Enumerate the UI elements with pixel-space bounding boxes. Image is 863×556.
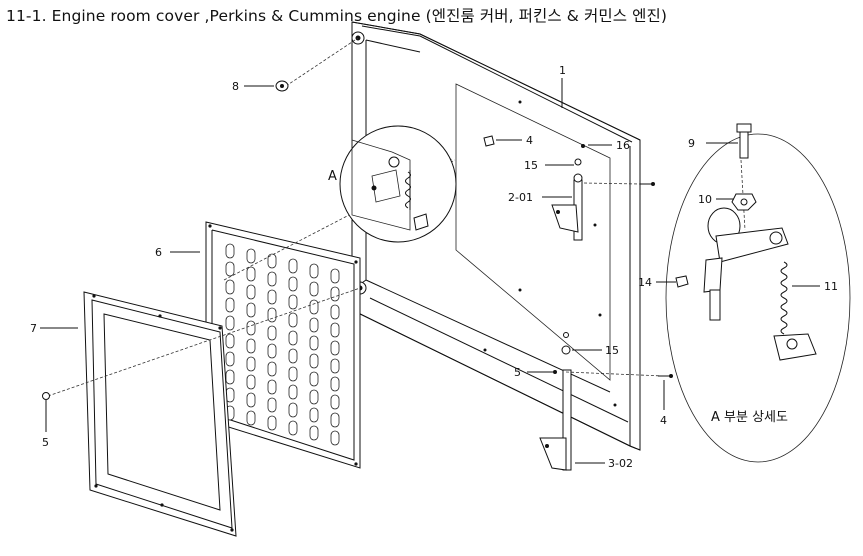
callout-11: 11 bbox=[824, 280, 838, 293]
fasteners bbox=[42, 80, 673, 400]
louver-slot bbox=[309, 389, 319, 405]
detail-a-marker: A bbox=[328, 169, 337, 184]
louver-slot bbox=[288, 366, 298, 382]
louver-slot bbox=[309, 371, 319, 387]
louver-slot bbox=[246, 320, 256, 336]
louver-slot bbox=[330, 394, 340, 410]
detail-a-callout-circle bbox=[339, 125, 457, 243]
louver-slot bbox=[330, 412, 340, 428]
louver-slot bbox=[309, 353, 319, 369]
louver-slot bbox=[330, 340, 340, 356]
louver-slot bbox=[267, 415, 277, 431]
callout-9: 9 bbox=[688, 137, 695, 150]
callout-5-left: 5 bbox=[42, 436, 49, 449]
louver-slot bbox=[288, 294, 298, 310]
louver-slot bbox=[288, 384, 298, 400]
louver-slot bbox=[267, 271, 277, 287]
louver-slot bbox=[225, 297, 235, 313]
louver-slot bbox=[309, 335, 319, 351]
callout-8: 8 bbox=[232, 80, 239, 93]
page-title: 11-1. Engine room cover ,Perkins & Cummi… bbox=[6, 7, 667, 25]
louver-slot bbox=[288, 312, 298, 328]
callout-5-right: 5 bbox=[514, 366, 521, 379]
hinge-upper bbox=[551, 144, 585, 241]
louver-slot bbox=[288, 402, 298, 418]
louver-slot bbox=[267, 397, 277, 413]
louvered-grille bbox=[205, 221, 361, 469]
callout-4-right: 4 bbox=[660, 414, 667, 427]
callout-15-lower: 15 bbox=[605, 344, 619, 357]
louver-slot bbox=[309, 317, 319, 333]
louver-slot bbox=[225, 333, 235, 349]
louver-slot bbox=[267, 361, 277, 377]
louver-slot bbox=[267, 253, 277, 269]
louver-slot bbox=[246, 284, 256, 300]
louver-slot bbox=[330, 376, 340, 392]
callout-3-02: 3-02 bbox=[608, 457, 633, 470]
louver-slot bbox=[330, 430, 340, 446]
callout-16: 16 bbox=[616, 139, 630, 152]
louver-slot bbox=[225, 351, 235, 367]
louver-slot bbox=[288, 330, 298, 346]
louver-slot bbox=[330, 358, 340, 374]
louver-slot bbox=[288, 348, 298, 364]
louver-slot bbox=[309, 425, 319, 441]
leader-lines bbox=[40, 78, 820, 464]
callout-10: 10 bbox=[698, 193, 712, 206]
louver-slot bbox=[246, 302, 256, 318]
louver-slot bbox=[309, 299, 319, 315]
louver-slot bbox=[225, 315, 235, 331]
louver-slot bbox=[309, 281, 319, 297]
callout-2-01: 2-01 bbox=[508, 191, 533, 204]
louver-slot bbox=[225, 261, 235, 277]
detail-a-caption: A 부분 상세도 bbox=[711, 410, 788, 425]
louver-slot bbox=[330, 322, 340, 338]
louver-slot bbox=[267, 307, 277, 323]
louver-slot bbox=[225, 369, 235, 385]
louver-slot bbox=[267, 379, 277, 395]
louver-slot bbox=[246, 410, 256, 426]
louver-slot bbox=[246, 266, 256, 282]
louver-slot bbox=[330, 304, 340, 320]
louver-slot bbox=[225, 279, 235, 295]
louver-slot bbox=[267, 325, 277, 341]
grille-frame bbox=[83, 291, 237, 537]
louver-slot bbox=[267, 343, 277, 359]
callout-6: 6 bbox=[155, 246, 162, 259]
callout-4-upper: 4 bbox=[526, 134, 533, 147]
louver-slot bbox=[288, 258, 298, 274]
callout-1: 1 bbox=[559, 64, 566, 77]
louver-slot bbox=[246, 248, 256, 264]
louver-slot bbox=[246, 392, 256, 408]
louver-slot bbox=[246, 356, 256, 372]
louver-slot bbox=[309, 407, 319, 423]
engine-room-cover-panel bbox=[351, 21, 641, 451]
louver-slot bbox=[288, 276, 298, 292]
hinge-lower bbox=[539, 332, 572, 471]
louver-slot bbox=[225, 243, 235, 259]
louver-slot bbox=[309, 263, 319, 279]
louver-slot bbox=[246, 374, 256, 390]
callout-15-upper: 15 bbox=[524, 159, 538, 172]
louver-slot bbox=[246, 338, 256, 354]
louver-slot bbox=[330, 286, 340, 302]
detail-a-enlarged-view bbox=[665, 123, 851, 463]
louver-slot bbox=[267, 289, 277, 305]
louver-slot bbox=[288, 420, 298, 436]
callout-14: 14 bbox=[638, 276, 652, 289]
callout-7: 7 bbox=[30, 322, 37, 335]
louver-slot bbox=[330, 268, 340, 284]
